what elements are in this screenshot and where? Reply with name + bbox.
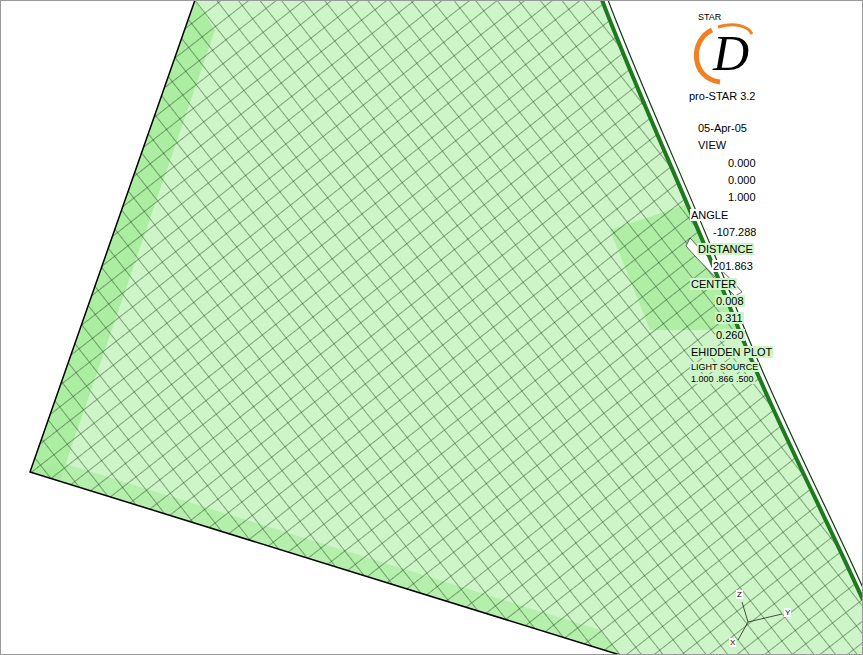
- axis-triad: [738, 602, 782, 640]
- axis-label: X: [729, 638, 736, 647]
- axis-label: Y: [784, 608, 791, 617]
- edge-line: [608, 0, 863, 588]
- logo-letter: D: [712, 28, 750, 79]
- info-text: CENTER: [690, 278, 737, 290]
- info-text: DISTANCE: [697, 243, 754, 255]
- info-text: 201.863: [712, 260, 754, 272]
- edge-band: [602, 0, 863, 600]
- info-text: 05-Apr-05: [697, 122, 748, 134]
- info-text: 1.000: [727, 191, 757, 203]
- info-text: 0.000: [727, 157, 757, 169]
- info-text: 0.311: [715, 312, 744, 324]
- shaded-cells: [30, 0, 760, 655]
- axis-label: Z: [736, 590, 743, 599]
- mesh-surface: [30, 0, 863, 655]
- info-text: ANGLE: [690, 209, 729, 221]
- info-text: LIGHT SOURCE: [690, 362, 759, 372]
- info-text: pro-STAR 3.2: [688, 90, 756, 102]
- outline: [30, 0, 620, 655]
- info-text: -107.288: [712, 226, 757, 238]
- info-text: 0.000: [727, 174, 757, 186]
- info-text: 0.008: [715, 295, 745, 307]
- info-text: STAR: [697, 12, 722, 22]
- info-text: 1.000 .866 .500: [690, 374, 755, 384]
- info-text: VIEW: [697, 139, 727, 151]
- info-text: 0.260: [715, 329, 745, 341]
- info-text: EHIDDEN PLOT: [690, 346, 773, 358]
